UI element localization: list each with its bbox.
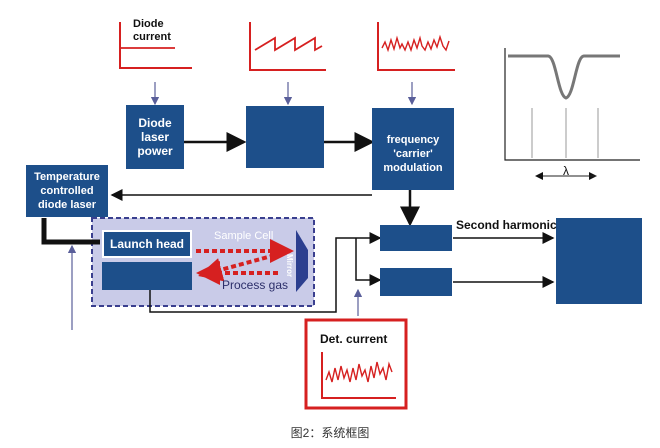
launch-head-label: Launch head bbox=[109, 237, 184, 251]
diode-laser-power-block: Diode laser power bbox=[126, 105, 184, 169]
sample-cell-label: Sample Cell bbox=[214, 230, 274, 242]
second-harmonic-label: Second harmonic bbox=[456, 218, 557, 232]
diode-current-label: Diode current bbox=[133, 18, 171, 43]
temperature-controlled-laser-block: Temperature controlled diode laser bbox=[26, 165, 108, 217]
diode-laser-power-label: Diode laser power bbox=[137, 116, 173, 158]
fiber-laser-to-head bbox=[41, 218, 100, 245]
det-path-to-upper bbox=[149, 232, 382, 313]
lockin-lower-block bbox=[380, 268, 452, 296]
mirror-label: Mirror bbox=[285, 254, 294, 278]
frequency-modulation-block: frequency 'carrier' modulation bbox=[372, 108, 454, 190]
lambda-label: λ bbox=[563, 164, 569, 178]
modulated-sawtooth-plot bbox=[377, 22, 455, 71]
frequency-modulation-label: frequency 'carrier' modulation bbox=[383, 134, 443, 174]
det-path-to-lower bbox=[355, 238, 382, 286]
ramp-generator-block bbox=[246, 106, 324, 168]
det-current-label: Det. current bbox=[320, 332, 388, 346]
process-gas-label: Process gas bbox=[222, 278, 289, 292]
diode-current-plot bbox=[119, 22, 192, 69]
temperature-controlled-laser-label: Temperature controlled diode laser bbox=[34, 171, 100, 211]
sawtooth-plot bbox=[249, 22, 326, 71]
mirror-shape bbox=[296, 230, 308, 292]
absorption-spectrum-plot bbox=[504, 48, 640, 180]
output-processing-block bbox=[556, 218, 642, 304]
lockin-upper-block bbox=[380, 225, 452, 251]
detector-block bbox=[102, 262, 192, 290]
launch-head-block: Launch head bbox=[102, 230, 192, 258]
figure-caption: 图2：系统框图 bbox=[290, 426, 370, 440]
